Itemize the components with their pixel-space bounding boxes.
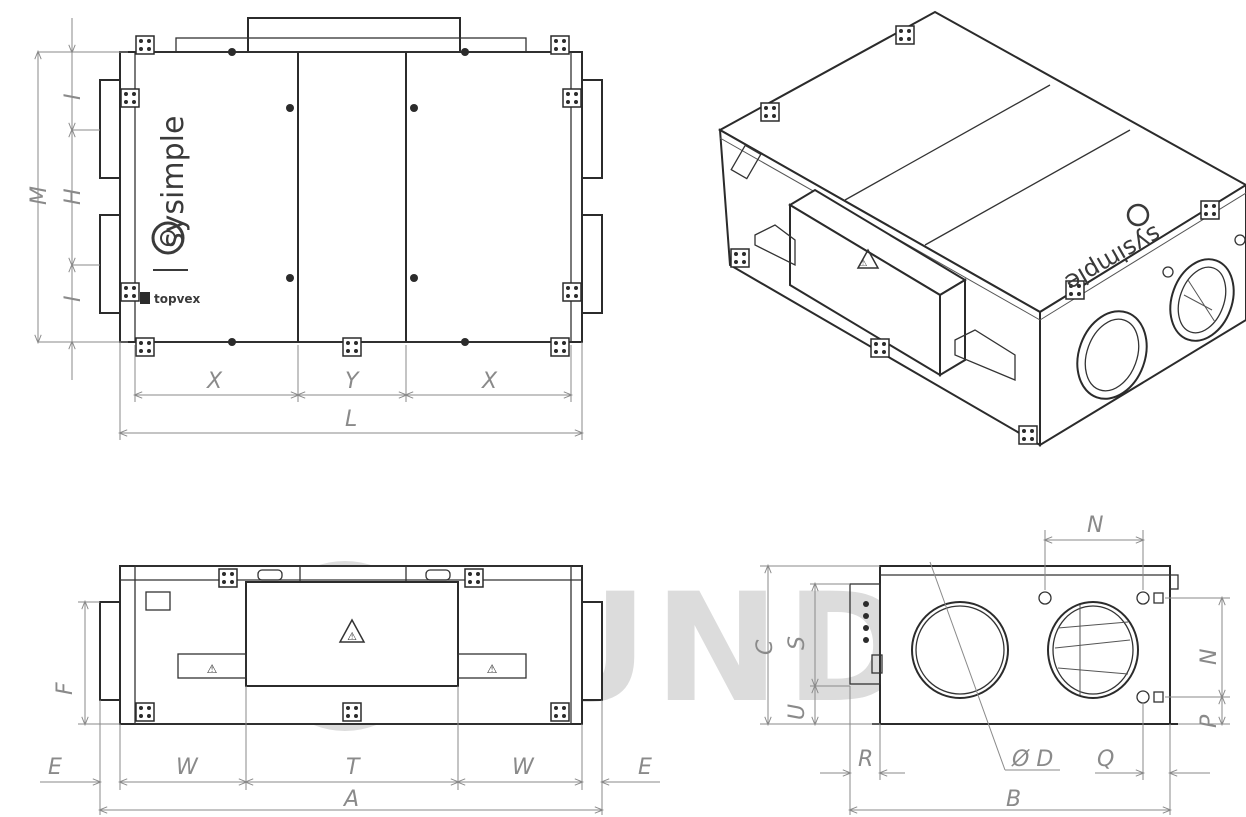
dim-label-Q: Q <box>1097 747 1114 772</box>
dim-label-Y: Y <box>345 369 360 394</box>
dim-label-I-lower: I <box>61 296 86 303</box>
dim-label-R: R <box>858 747 873 772</box>
dim-label-U: U <box>785 704 810 720</box>
dim-label-T: T <box>346 755 361 780</box>
dim-label-W-left: W <box>176 755 199 780</box>
dim-label-N-side: N <box>1197 649 1222 665</box>
side-view <box>849 561 1179 771</box>
dim-label-E-right: E <box>638 755 652 780</box>
dim-label-I-upper: I <box>61 94 86 101</box>
dim-label-F: F <box>53 682 78 695</box>
dim-label-L: L <box>345 407 357 432</box>
dim-label-N-top: N <box>1087 513 1103 538</box>
top-view-dimensions: M H I I X Y X L <box>27 18 582 440</box>
dim-label-X-left: X <box>206 369 223 394</box>
dim-label-P: P <box>1197 714 1222 728</box>
isometric-view: ⚠ sysimple <box>717 10 1246 447</box>
front-view-dimensions: F E W T W E A <box>40 602 660 815</box>
dim-label-E-left: E <box>48 755 62 780</box>
dim-label-B: B <box>1006 787 1021 812</box>
brand-logo-icon <box>151 221 185 255</box>
brand-logo-iso-icon <box>1126 203 1150 227</box>
side-view-dimensions: N C S U N P R Ø D Q B <box>753 513 1230 815</box>
warning-icon-front: ⚠ <box>347 630 357 643</box>
top-view: sysimple topvex <box>99 17 603 357</box>
dim-label-X-right: X <box>481 369 498 394</box>
front-view: ⚠ ⚠ ⚠ <box>99 565 603 725</box>
dim-label-D: Ø D <box>1011 747 1053 772</box>
dim-label-C: C <box>753 639 778 655</box>
dim-label-W-right: W <box>512 755 535 780</box>
model-name-top: topvex <box>154 292 201 306</box>
dim-label-H: H <box>61 188 86 205</box>
svg-text:⚠: ⚠ <box>207 662 218 676</box>
dim-label-A: A <box>342 787 359 812</box>
dim-label-M: M <box>27 186 52 205</box>
svg-text:⚠: ⚠ <box>487 662 498 676</box>
warning-icon-iso: ⚠ <box>859 258 868 269</box>
dim-label-S: S <box>785 636 810 650</box>
brand-name-top: sysimple <box>156 116 191 248</box>
